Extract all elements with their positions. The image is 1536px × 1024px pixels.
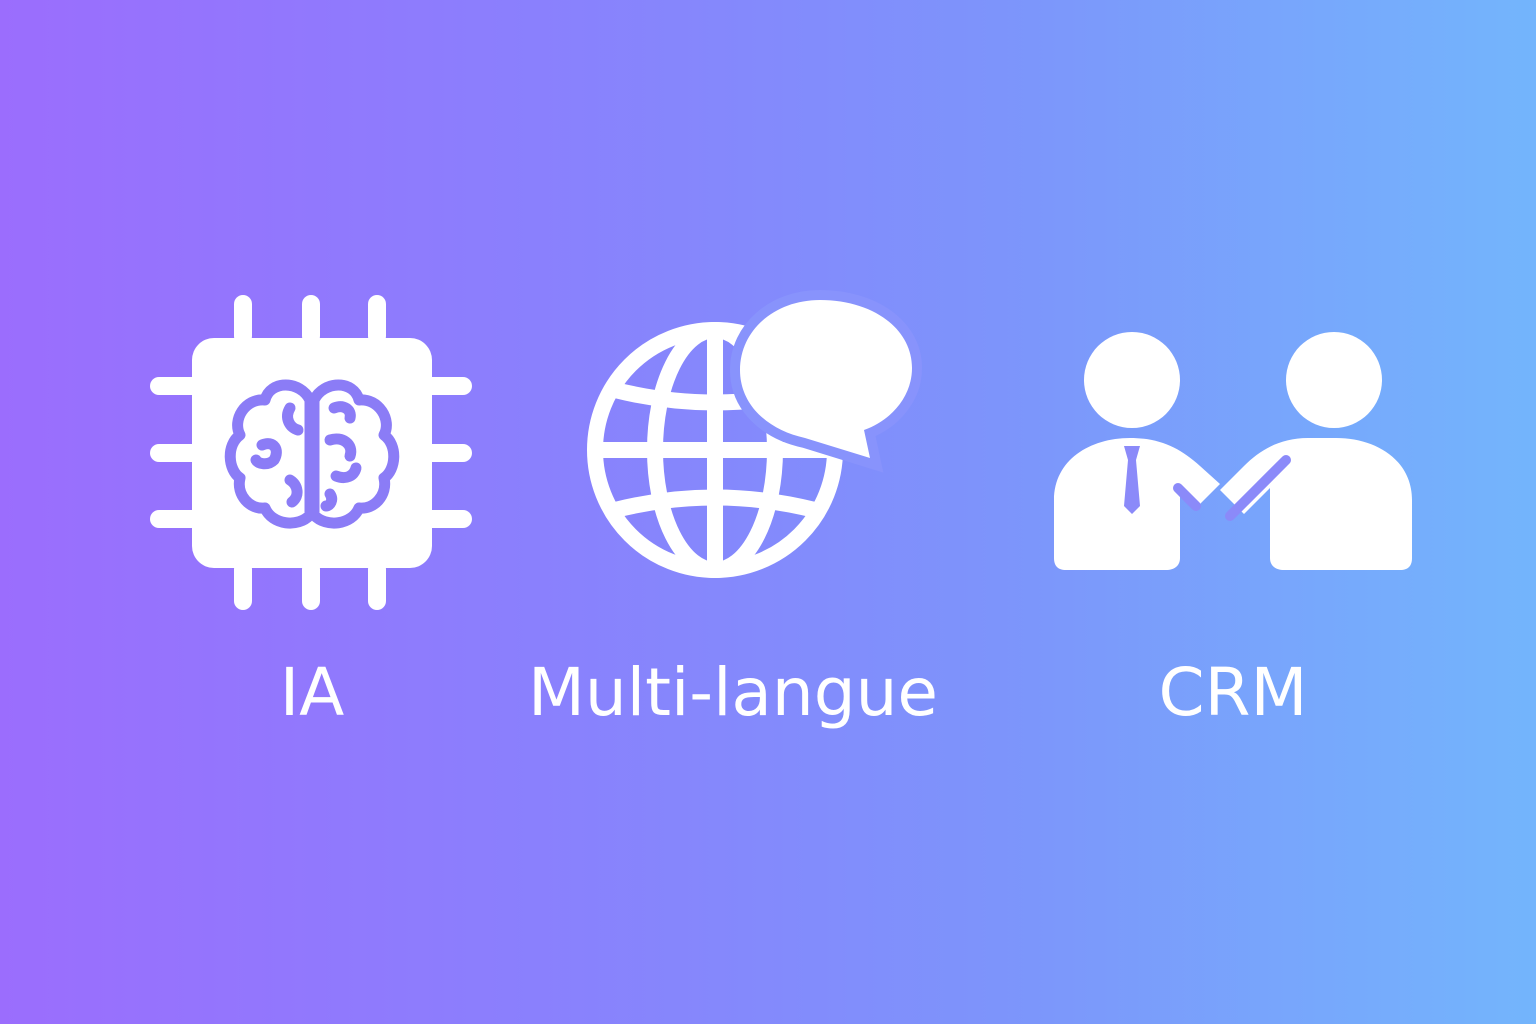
- feature-crm: CRM: [1040, 280, 1426, 726]
- globe-speech-bubble-icon: [587, 289, 923, 578]
- handshake-people-icon: [1054, 332, 1412, 570]
- ai-chip-brain-icon: [150, 295, 472, 610]
- feature-ia: IA: [140, 280, 484, 726]
- feature-label-ia: IA: [279, 654, 345, 731]
- feature-multi-langue: Multi-langue: [520, 280, 946, 726]
- feature-label-multi-langue: Multi-langue: [527, 654, 939, 731]
- feature-label-crm: CRM: [1158, 654, 1308, 731]
